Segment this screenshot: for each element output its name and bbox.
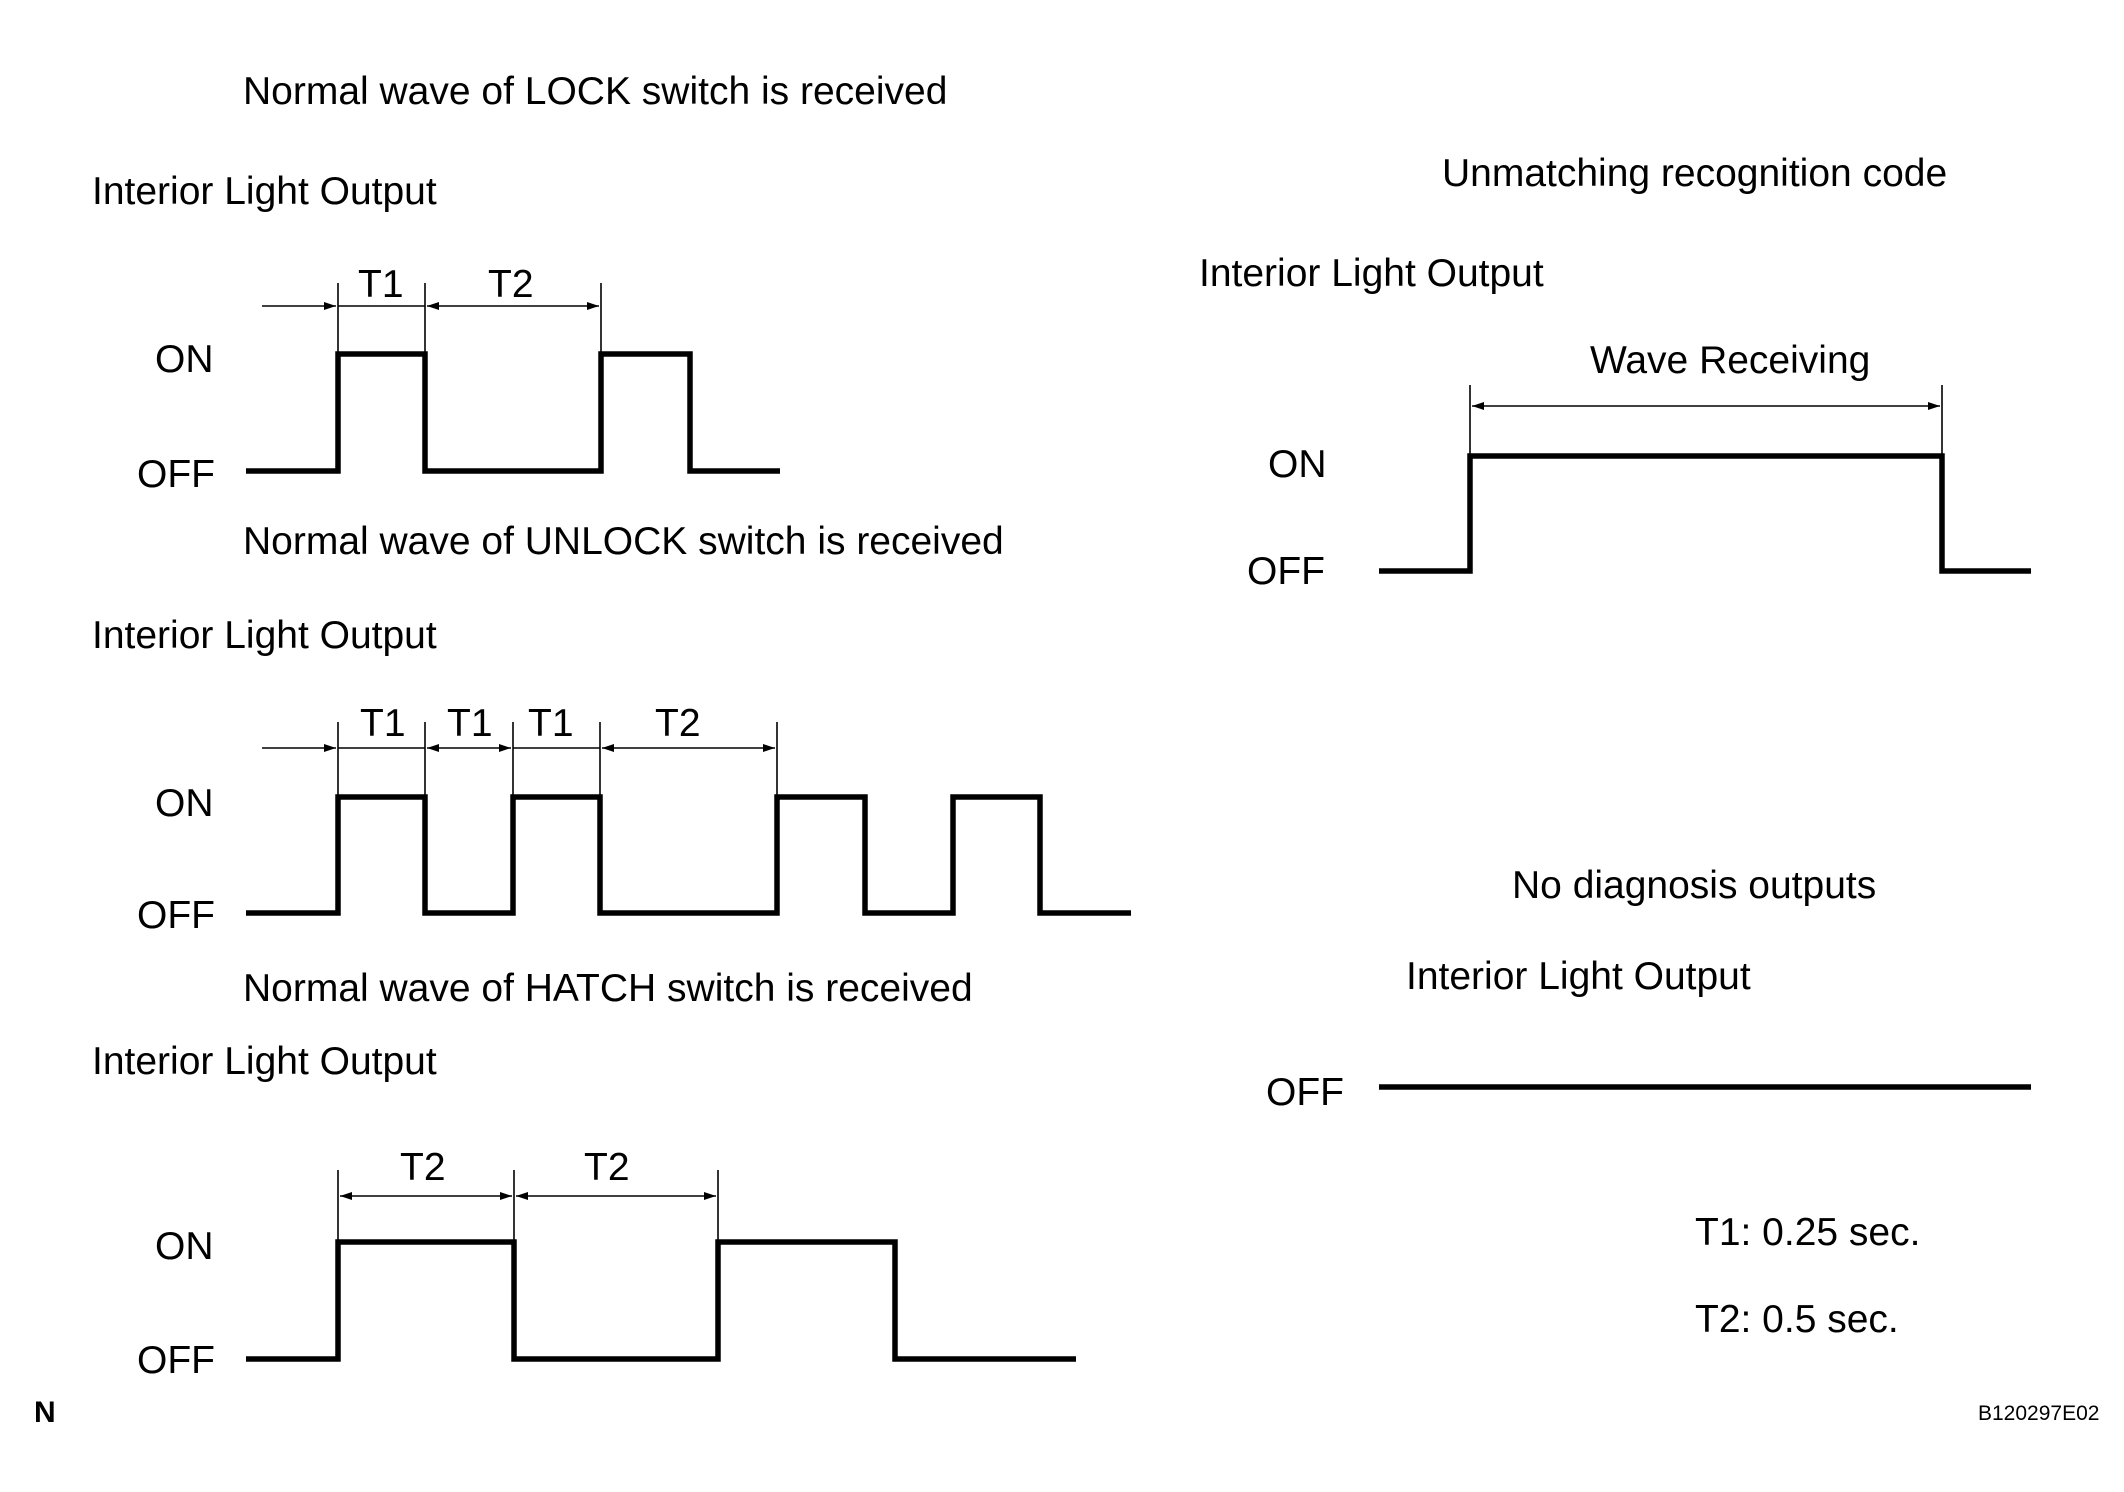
unlock-t-label: T1 <box>360 702 406 745</box>
hatch-t-label: T2 <box>584 1146 630 1189</box>
no-diagnosis-title: No diagnosis outputs <box>1512 864 1876 907</box>
no-diagnosis-off-label: OFF <box>1266 1071 1344 1114</box>
legend-t1: T1: 0.25 sec. <box>1695 1211 1920 1254</box>
lock-output-label: Interior Light Output <box>92 170 437 213</box>
figure-code: B120297E02 <box>1978 1402 2099 1425</box>
lock-off-label: OFF <box>137 453 215 496</box>
unlock-t-label: T2 <box>655 702 701 745</box>
legend-t2: T2: 0.5 sec. <box>1695 1298 1899 1341</box>
wave-receiving-label: Wave Receiving <box>1590 339 1870 382</box>
lock-title: Normal wave of LOCK switch is received <box>243 70 947 113</box>
hatch-section: Normal wave of HATCH switch is received … <box>92 967 1076 1382</box>
hatch-title: Normal wave of HATCH switch is received <box>243 967 973 1010</box>
hatch-waveform <box>246 1239 1076 1362</box>
unlock-on-label: ON <box>155 782 214 825</box>
unlock-section: Normal wave of UNLOCK switch is received… <box>92 520 1131 937</box>
unlock-waveform <box>246 794 1131 916</box>
unmatching-output-label: Interior Light Output <box>1199 252 1544 295</box>
unlock-output-label: Interior Light Output <box>92 614 437 657</box>
unmatching-on-label: ON <box>1268 443 1327 486</box>
lock-t-label: T2 <box>488 263 534 306</box>
unlock-t-label: T1 <box>528 702 574 745</box>
hatch-on-label: ON <box>155 1225 214 1268</box>
no-diagnosis-output-label: Interior Light Output <box>1406 955 1751 998</box>
unmatching-section: Unmatching recognition code Interior Lig… <box>1199 152 2031 593</box>
lock-on-label: ON <box>155 338 214 381</box>
hatch-off-label: OFF <box>137 1339 215 1382</box>
lock-waveform <box>246 351 780 474</box>
hatch-t-label: T2 <box>400 1146 446 1189</box>
unlock-title: Normal wave of UNLOCK switch is received <box>243 520 1004 563</box>
lock-t-label: T1 <box>358 263 404 306</box>
unlock-off-label: OFF <box>137 894 215 937</box>
no-diagnosis-section: No diagnosis outputs Interior Light Outp… <box>1266 864 2031 1114</box>
unmatching-title: Unmatching recognition code <box>1442 152 1947 195</box>
unmatching-off-label: OFF <box>1247 550 1325 593</box>
lock-section: Normal wave of LOCK switch is received I… <box>92 70 947 496</box>
corner-mark: N <box>34 1396 56 1429</box>
unmatching-waveform <box>1379 453 2031 574</box>
unlock-t-label: T1 <box>447 702 493 745</box>
hatch-output-label: Interior Light Output <box>92 1040 437 1083</box>
